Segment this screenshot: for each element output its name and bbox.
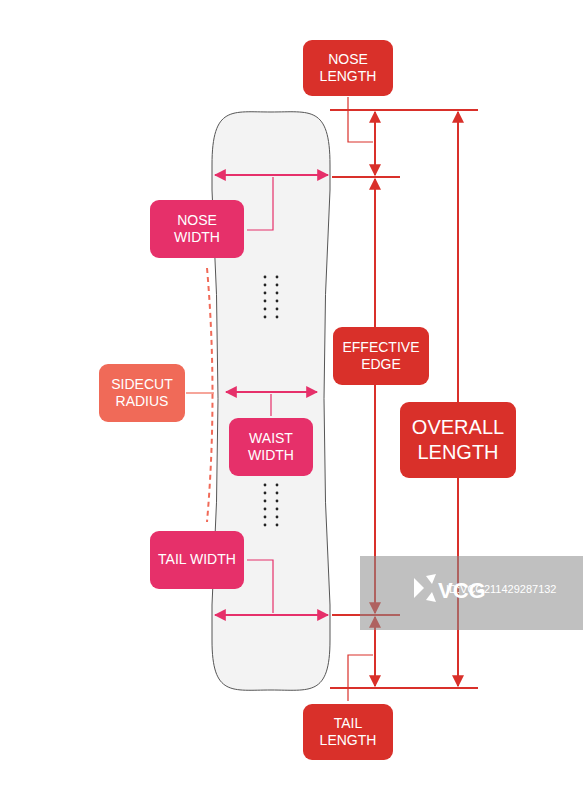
dimension-label: NOSE LENGTH	[311, 51, 385, 86]
radius-box: SIDECUT RADIUS	[99, 364, 185, 422]
dimension-label: WAIST WIDTH	[237, 430, 305, 465]
width-box: TAIL WIDTH	[150, 531, 244, 589]
leader-lines	[247, 177, 273, 613]
binding-inserts	[264, 276, 279, 527]
length-box: EFFECTIVE EDGE	[333, 327, 429, 385]
width-box: NOSE WIDTH	[150, 200, 244, 258]
dimension-label: OVERALL LENGTH	[408, 415, 508, 465]
sidecut-curve	[207, 268, 213, 522]
leader-line	[186, 392, 214, 393]
watermark-band	[360, 556, 583, 630]
dimension-label: NOSE WIDTH	[158, 212, 236, 247]
length-box: OVERALL LENGTH	[400, 402, 516, 478]
snowboard-outline	[212, 112, 330, 691]
dimension-label: TAIL LENGTH	[311, 715, 385, 750]
length-box: TAIL LENGTH	[303, 704, 393, 760]
width-box: WAIST WIDTH	[229, 418, 313, 476]
dimension-label: TAIL WIDTH	[158, 551, 236, 569]
watermark-logo	[414, 574, 436, 602]
length-box: NOSE LENGTH	[303, 40, 393, 96]
dimension-label: SIDECUT RADIUS	[107, 376, 177, 411]
watermark-id: ID:VCG211429287132	[446, 583, 557, 595]
dimension-label: EFFECTIVE EDGE	[341, 339, 421, 374]
